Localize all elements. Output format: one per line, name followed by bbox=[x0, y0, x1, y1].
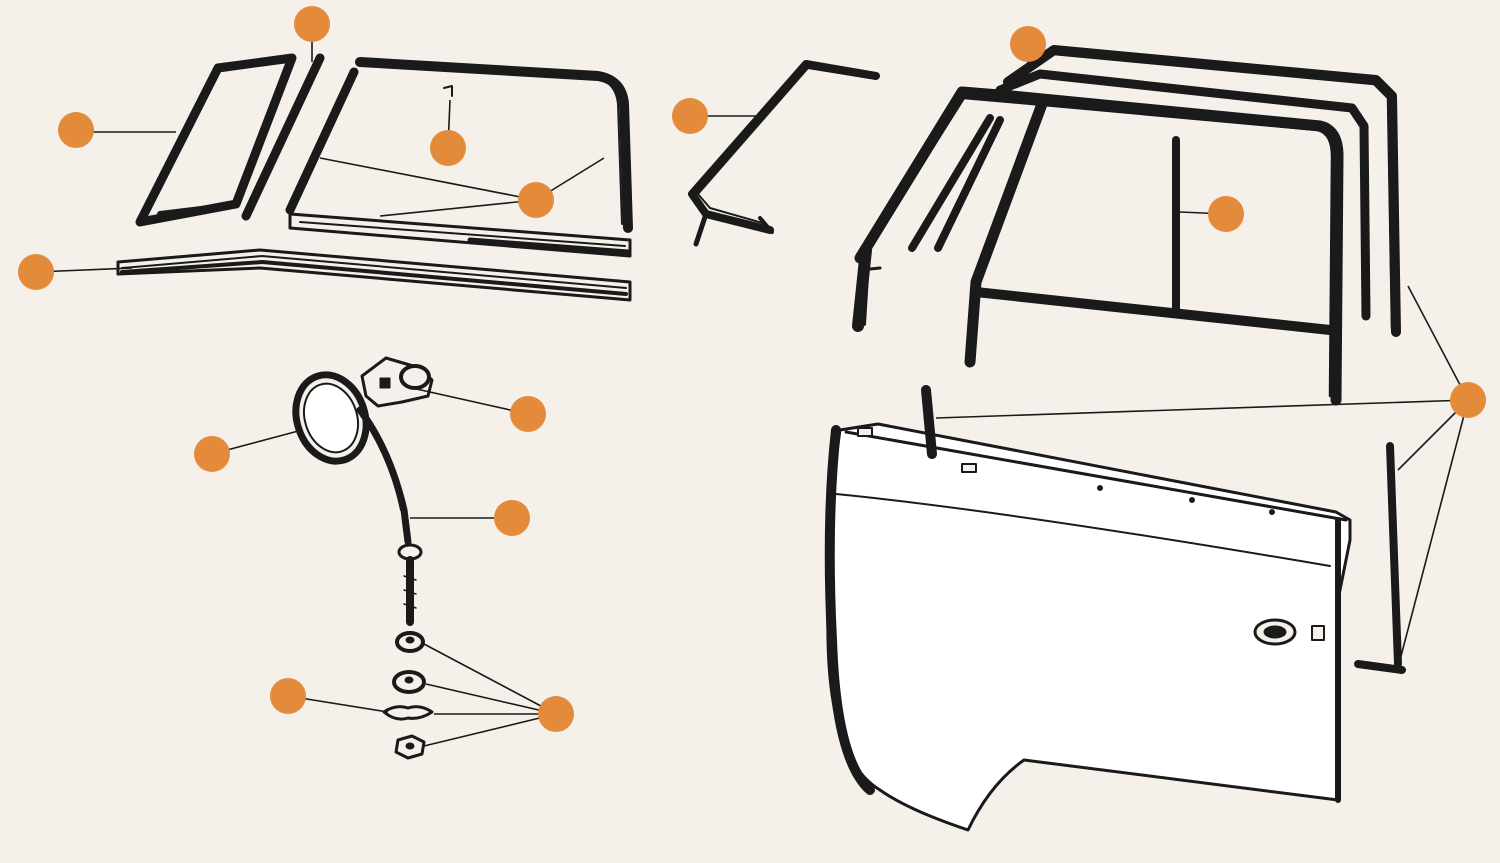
window-channel-lower bbox=[288, 212, 632, 258]
sliding-window-frame bbox=[285, 57, 633, 233]
callout-13[interactable] bbox=[270, 678, 306, 714]
callout-5[interactable] bbox=[18, 254, 54, 290]
quarter-vent-frame bbox=[135, 53, 297, 227]
callout-markers bbox=[18, 6, 1486, 732]
callout-12[interactable] bbox=[494, 500, 530, 536]
callout-3[interactable] bbox=[430, 130, 466, 166]
door-seal-strips bbox=[921, 385, 1406, 674]
mirror-clamp bbox=[360, 356, 434, 408]
callout-9[interactable] bbox=[1450, 382, 1486, 418]
door-panel bbox=[824, 422, 1352, 832]
callout-8[interactable] bbox=[1208, 196, 1244, 232]
callout-1[interactable] bbox=[294, 6, 330, 42]
callout-14[interactable] bbox=[538, 696, 574, 732]
callout-4[interactable] bbox=[518, 182, 554, 218]
mirror-head bbox=[292, 371, 370, 465]
window-frame-assembly bbox=[852, 45, 1401, 406]
callout-10[interactable] bbox=[510, 396, 546, 432]
callout-2[interactable] bbox=[58, 112, 94, 148]
callout-7[interactable] bbox=[1010, 26, 1046, 62]
mirror-washers-nuts bbox=[382, 631, 434, 760]
vent-seal-strip bbox=[241, 53, 325, 221]
callout-11[interactable] bbox=[194, 436, 230, 472]
door-top-frame bbox=[688, 60, 880, 247]
mirror-arm bbox=[356, 406, 423, 626]
door-sill-rail bbox=[116, 248, 632, 302]
callout-6[interactable] bbox=[672, 98, 708, 134]
